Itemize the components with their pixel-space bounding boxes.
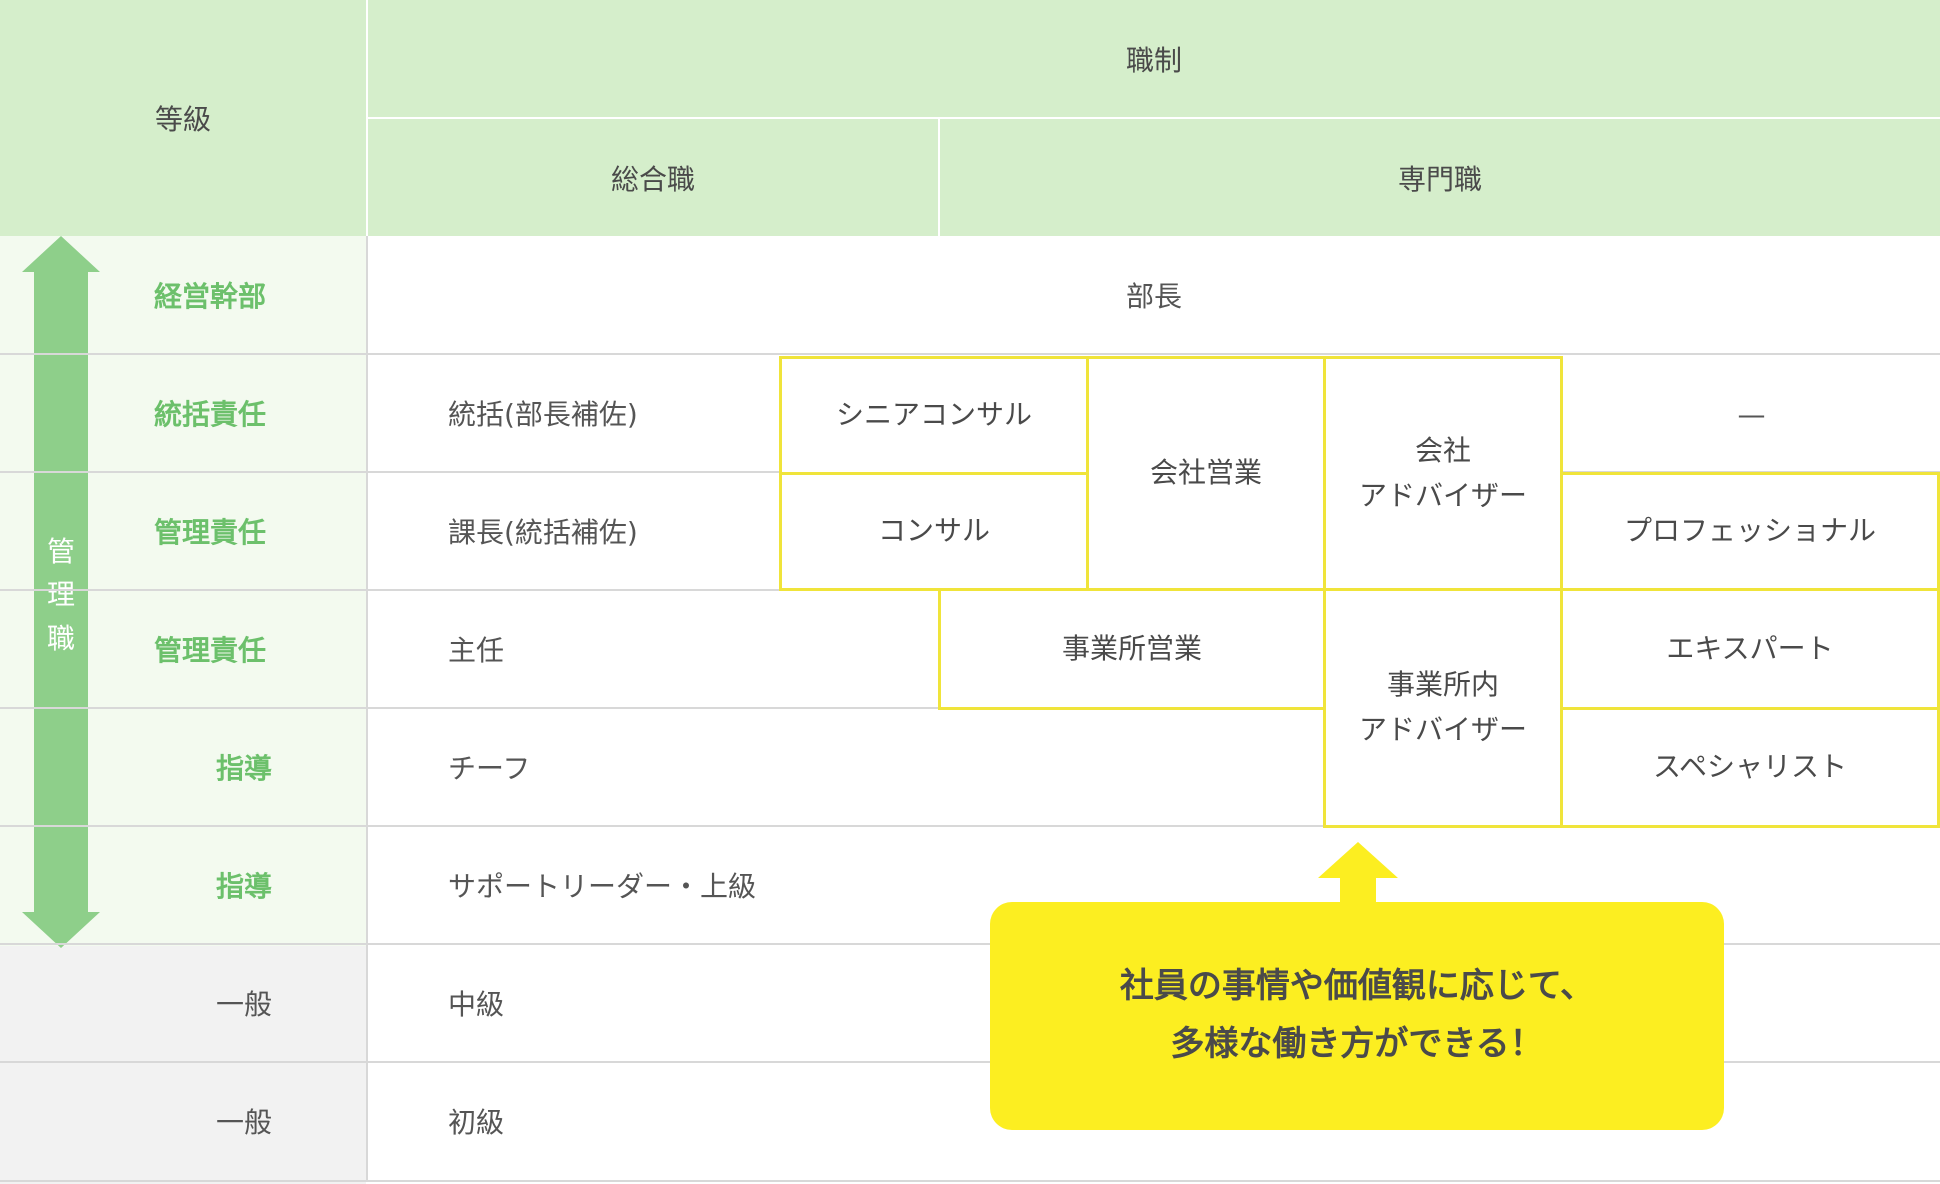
role-director: 部長: [1125, 279, 1182, 313]
company-sales-box: 会社営業: [1086, 356, 1326, 591]
senior-consultant-box: シニアコンサル: [779, 356, 1089, 475]
office-advisor-box: 事業所内 アドバイザー: [1323, 588, 1563, 828]
general-grade-area: [0, 946, 366, 1184]
position-system-header: 職制: [368, 0, 1940, 117]
grade-header: 等級: [0, 0, 366, 236]
role-general: 中級: [448, 988, 505, 1021]
role-general: 初級: [448, 1106, 505, 1139]
management-arrow: [22, 236, 100, 948]
no-role-dash: —: [1737, 397, 1766, 431]
specialist-box: スペシャリスト: [1560, 707, 1940, 828]
role-general: 統括(部長補佐): [448, 398, 638, 431]
professional-box: プロフェッショナル: [1560, 472, 1940, 591]
grade-label: 一般: [215, 1106, 272, 1139]
company-advisor-box: 会社 アドバイザー: [1323, 356, 1563, 591]
general-track-header: 総合職: [368, 119, 938, 236]
role-general: サポートリーダー・上級: [448, 870, 757, 903]
grade-label: 一般: [215, 988, 272, 1021]
grade-label: 管理責任: [153, 634, 266, 667]
callout-bubble: 社員の事情や価値観に応じて、 多様な働き方ができる！: [990, 902, 1724, 1130]
role-general: チーフ: [448, 752, 531, 785]
role-general: 主任: [448, 634, 505, 667]
expert-box: エキスパート: [1560, 588, 1940, 710]
grade-label: 統括責任: [153, 398, 266, 431]
callout-arrow: [1318, 842, 1398, 904]
grade-label: 指導: [215, 752, 272, 785]
grade-label: 管理責任: [153, 516, 266, 549]
grade-label: 指導: [215, 870, 272, 903]
office-sales-box: 事業所営業: [938, 588, 1326, 710]
specialist-track-header: 専門職: [940, 119, 1940, 236]
management-label: 管 理 職: [46, 534, 75, 655]
grade-label: 経営幹部: [153, 280, 266, 313]
consultant-box: コンサル: [779, 472, 1089, 591]
role-general: 課長(統括補佐): [448, 516, 638, 549]
